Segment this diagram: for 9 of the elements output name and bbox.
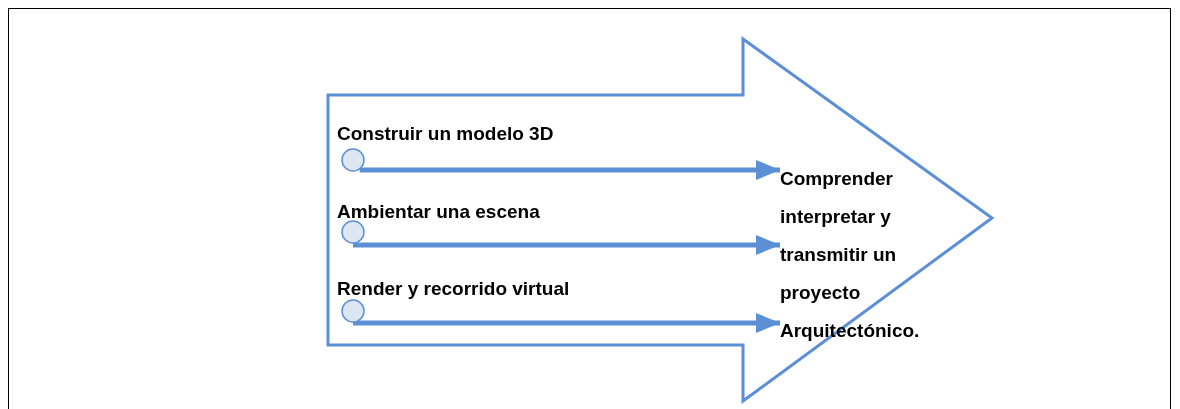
edge-label: Construir un modelo 3D <box>337 123 554 145</box>
circle-marker <box>341 148 365 172</box>
circle-marker <box>341 299 365 323</box>
edge-label: Render y recorrido virtual <box>337 278 570 300</box>
arrow <box>359 160 780 180</box>
block-arrow-shape <box>327 37 995 403</box>
arrow <box>353 235 780 255</box>
edge-label: Ambientar una escena <box>337 201 540 223</box>
circle-marker <box>341 220 365 244</box>
